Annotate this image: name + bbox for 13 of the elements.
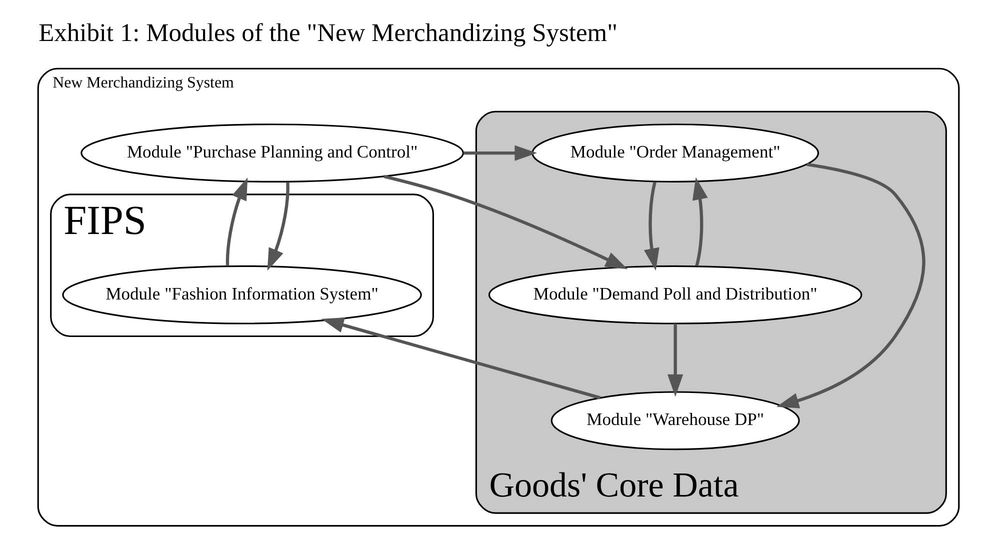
arrow — [226, 178, 248, 266]
arrow — [692, 177, 708, 266]
node-ellipse: Module "Order Management" — [532, 124, 820, 183]
arrow — [776, 162, 926, 408]
node-ellipse: Module "Fashion Information System" — [62, 265, 422, 324]
node-ellipse: Module "Purchase Planning and Control" — [80, 124, 464, 183]
arrow — [321, 317, 601, 400]
diagram-title: Exhibit 1: Modules of the "New Merchandizing System" — [38, 18, 618, 48]
arrow — [267, 182, 290, 271]
arrow — [464, 145, 538, 161]
arrow — [668, 324, 684, 397]
arrow — [644, 182, 660, 271]
node-ellipse: Module "Demand Poll and Distribution" — [488, 265, 862, 324]
